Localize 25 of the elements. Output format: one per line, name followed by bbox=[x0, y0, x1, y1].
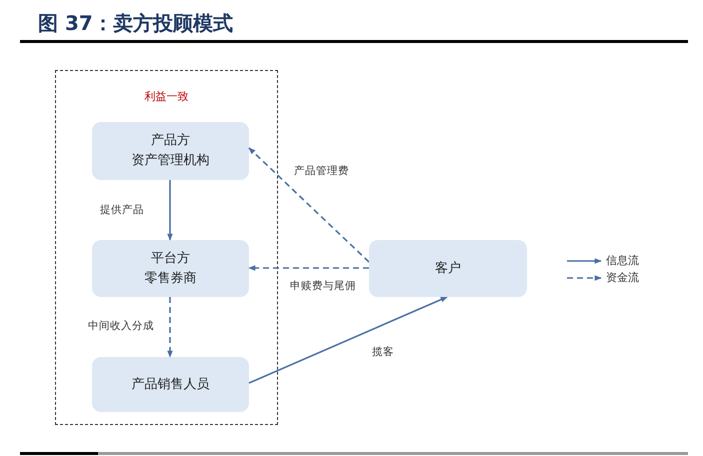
process-box bbox=[92, 357, 249, 412]
arrow bbox=[167, 297, 173, 358]
edge-label: 产品管理费 bbox=[294, 165, 349, 178]
box-label: 资产管理机构 bbox=[132, 152, 210, 170]
process-box bbox=[92, 122, 249, 180]
arrow bbox=[248, 296, 448, 384]
process-box bbox=[369, 240, 527, 297]
edge-label: 中间收入分成 bbox=[88, 320, 154, 333]
arrow bbox=[248, 147, 370, 263]
legend-label: 信息流 bbox=[606, 254, 639, 267]
legend-label: 资金流 bbox=[606, 271, 639, 284]
group-heading: 利益一致 bbox=[144, 89, 190, 104]
box-label: 产品方 bbox=[151, 132, 190, 150]
figure-title: 图 37：卖方投顾模式 bbox=[38, 10, 233, 37]
box-label: 产品销售人员 bbox=[132, 376, 210, 394]
edge-label: 揽客 bbox=[372, 346, 394, 359]
box-label: 平台方 bbox=[151, 250, 190, 268]
arrow bbox=[167, 180, 173, 241]
edge-label: 提供产品 bbox=[100, 204, 144, 217]
edge-label: 申赎费与尾佣 bbox=[290, 280, 356, 293]
arrow bbox=[248, 265, 369, 271]
box-label: 客户 bbox=[435, 260, 461, 278]
dashed-group-frame bbox=[55, 70, 278, 425]
process-box bbox=[92, 240, 249, 297]
box-label: 零售券商 bbox=[144, 270, 196, 288]
